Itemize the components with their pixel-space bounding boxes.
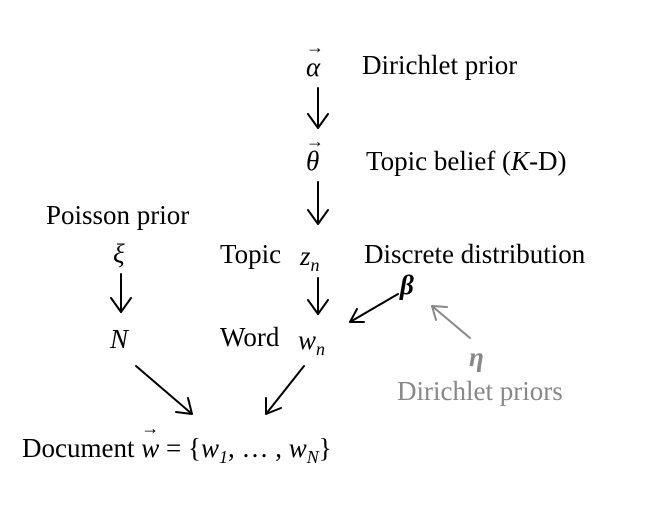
discrete-distribution-label: Discrete distribution: [364, 239, 586, 269]
poisson-prior-label: Poisson prior: [46, 200, 190, 230]
w1-term: w1: [200, 433, 228, 467]
wn-term: wN: [288, 433, 319, 467]
arrow-alpha-to-theta: [307, 87, 329, 129]
arrow-topic-to-word: [307, 277, 329, 315]
alpha-symbol: →α: [306, 37, 324, 82]
vector-arrow-icon: →: [141, 418, 160, 438]
equals-sign: =: [166, 433, 182, 463]
document-label: Document: [22, 433, 135, 463]
arrow-theta-to-topic: [307, 181, 329, 225]
arrow-beta-to-word: [349, 293, 399, 323]
eta-symbol: η: [469, 342, 484, 372]
vector-arrow-icon: →: [306, 131, 324, 151]
word-label: Word: [220, 322, 280, 352]
beta-symbol: β: [400, 270, 414, 300]
word-variable: wn: [298, 325, 326, 359]
ellipsis-separator: , … ,: [227, 433, 289, 463]
arrow-n-to-document: [135, 365, 193, 415]
document-vector: →w: [141, 418, 160, 463]
n-count-symbol: N: [110, 324, 129, 354]
dirichlet-priors-label: Dirichlet priors: [397, 376, 563, 406]
xi-symbol: ξ: [113, 239, 125, 269]
set-open-brace: {: [187, 433, 201, 463]
topic-belief-label: Topic belief (K-D): [366, 146, 567, 176]
arrow-word-to-document: [265, 365, 305, 415]
arrow-eta-to-beta: [431, 305, 471, 339]
arrow-xi-to-n: [110, 273, 132, 313]
set-close-brace: }: [318, 433, 332, 463]
document-equation: Document →w = {w1, … , wN}: [22, 418, 332, 467]
theta-symbol: →θ: [306, 131, 324, 176]
topic-variable: zn: [300, 241, 320, 275]
vector-arrow-icon: →: [306, 37, 324, 57]
dirichlet-prior-label: Dirichlet prior: [362, 50, 518, 80]
topic-label: Topic: [220, 239, 282, 269]
